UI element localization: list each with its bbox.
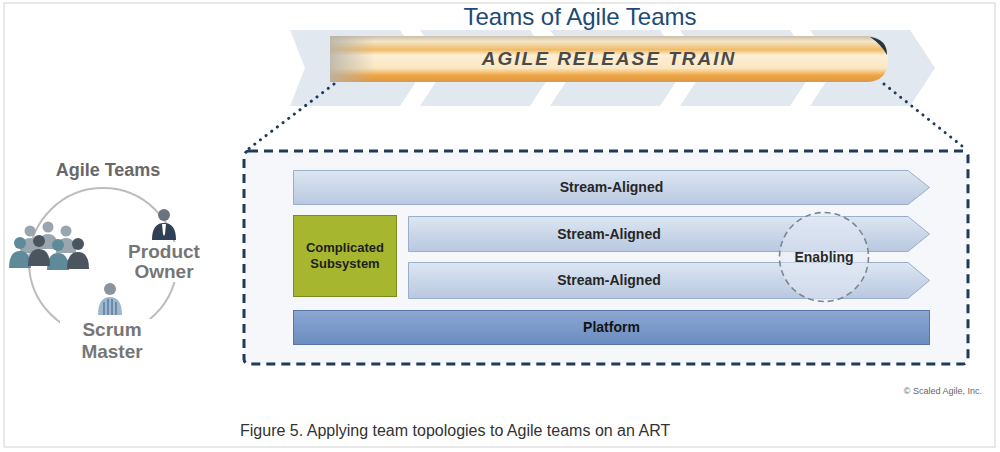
release-train-banner: AGILE RELEASE TRAIN — [330, 36, 888, 82]
node-text-area: Complicated Subsystem — [294, 216, 396, 296]
diagram-title: Teams of Agile Teams — [330, 3, 830, 31]
team-label: Stream-Aligned — [560, 179, 663, 196]
role-label: Product Owner — [112, 242, 216, 282]
team-label: Enabling — [794, 249, 853, 266]
train-chevrons — [290, 30, 935, 106]
team-label: Complicated Subsystem — [300, 240, 390, 272]
platform-team: Platform — [293, 310, 930, 345]
outer-frame — [4, 3, 995, 447]
team-label: Stream-Aligned — [557, 272, 660, 289]
team-label: AGILE RELEASE TRAIN — [482, 48, 736, 71]
stream-aligned-team: Stream-Aligned — [293, 170, 930, 205]
node-text-area: AGILE RELEASE TRAIN — [330, 36, 888, 82]
scrum-master-icon — [98, 283, 122, 315]
zoom-line — [247, 84, 334, 150]
product-owner-icon — [152, 209, 176, 240]
arrow-band — [294, 171, 930, 205]
figure-caption: Figure 5. Applying team topologies to Ag… — [240, 421, 840, 441]
node-text-area: Platform — [294, 311, 929, 344]
complicated-subsystem-team: Complicated Subsystem — [293, 215, 397, 297]
zoom-line — [884, 84, 967, 150]
node-text-area: Stream-Aligned — [293, 170, 930, 205]
train-container — [244, 151, 968, 364]
dashed-circle — [780, 213, 869, 302]
role-label: Scrum Master — [60, 319, 164, 363]
group-heading: Agile Teams — [43, 159, 173, 181]
enabling-team: Enabling — [776, 211, 872, 303]
train-bar-shade — [330, 36, 888, 82]
node-text-area: Enabling — [776, 211, 872, 303]
team-label: Platform — [583, 319, 640, 336]
copyright-note: © Scaled Agile, Inc. — [860, 385, 982, 397]
train-cap — [870, 37, 887, 55]
zoom-lines — [247, 84, 967, 150]
team-members-icon — [9, 222, 89, 271]
team-label: Stream-Aligned — [557, 226, 660, 243]
train-bar — [330, 36, 888, 82]
